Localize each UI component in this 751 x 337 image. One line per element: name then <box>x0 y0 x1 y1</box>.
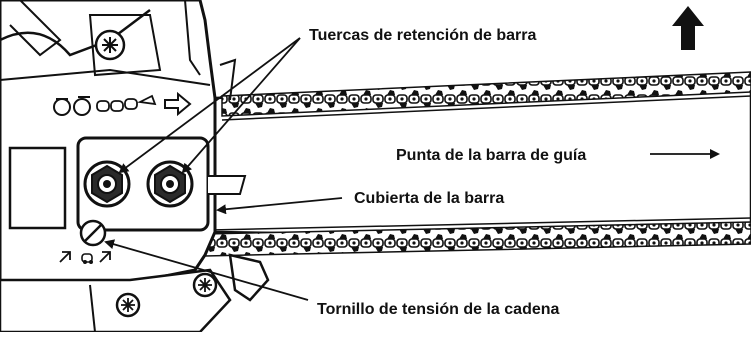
label-bar-cover: Cubierta de la barra <box>354 190 504 207</box>
tension-adjust-icon <box>59 251 111 264</box>
top-bolt <box>94 29 126 61</box>
leader-retention-nut-right <box>181 37 301 174</box>
retention-nut-left <box>83 160 131 208</box>
bottom-bolt <box>115 292 141 318</box>
sprocket-bolt <box>192 272 218 298</box>
leader-lines <box>104 37 720 301</box>
label-retention-nuts: Tuercas de retención de barra <box>309 27 536 44</box>
side-panel <box>8 146 67 230</box>
tension-screw <box>79 219 107 247</box>
leader-bar-cover <box>216 197 343 215</box>
chain-direction-icon <box>96 91 192 117</box>
up-arrow-icon <box>672 6 704 50</box>
leader-retention-nut-left <box>118 37 301 174</box>
retention-nut-right <box>146 160 194 208</box>
top-chain <box>221 71 751 117</box>
chainsaw-body <box>0 0 270 334</box>
leader-tension-screw <box>104 239 309 301</box>
label-guide-bar-tip: Punta de la barra de guía <box>396 147 586 164</box>
lock-unlock-icon <box>53 96 91 116</box>
label-tension-screw: Tornillo de tensión de la cadena <box>317 301 560 318</box>
guide-bar <box>204 71 751 257</box>
